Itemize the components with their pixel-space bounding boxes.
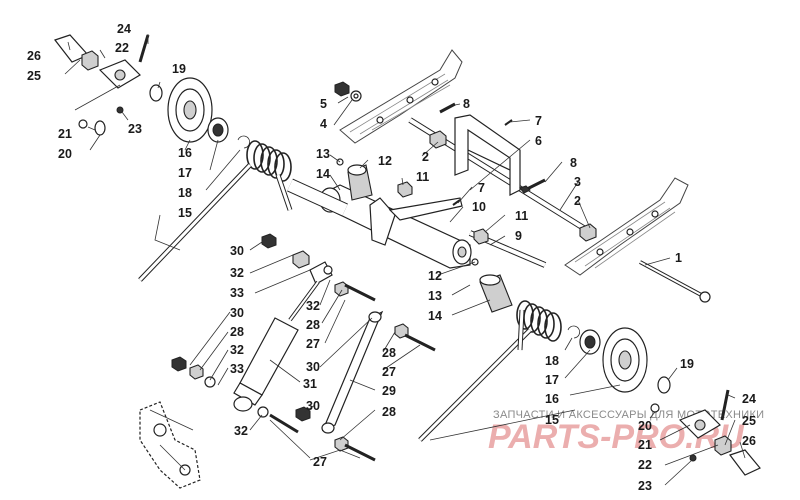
callout-24: 24: [742, 392, 756, 406]
callout-14: 14: [428, 309, 442, 323]
callout-8: 8: [570, 156, 577, 170]
hardware: [334, 81, 597, 266]
callout-4: 4: [320, 117, 327, 131]
callout-30: 30: [306, 399, 320, 413]
callout-17: 17: [178, 166, 192, 180]
callout-18: 18: [545, 354, 559, 368]
callout-30: 30: [306, 360, 320, 374]
callout-28: 28: [230, 325, 244, 339]
callout-26: 26: [27, 49, 41, 63]
callout-18: 18: [178, 186, 192, 200]
callout-33: 33: [230, 362, 244, 376]
upper-slide-rail: [339, 49, 463, 144]
callout-27: 27: [306, 337, 320, 351]
callout-8: 8: [463, 97, 470, 111]
callout-14: 14: [316, 167, 330, 181]
callout-27: 27: [382, 365, 396, 379]
callout-31: 31: [303, 377, 317, 391]
callout-20: 20: [58, 147, 72, 161]
callout-2: 2: [574, 194, 581, 208]
callout-11: 11: [515, 209, 528, 223]
callout-25: 25: [742, 414, 756, 428]
callout-13: 13: [428, 289, 442, 303]
callout-22: 22: [115, 41, 129, 55]
callout-17: 17: [545, 373, 559, 387]
bracket-6: [454, 114, 521, 196]
callout-12: 12: [428, 269, 442, 283]
lower-slide-rail: [564, 177, 689, 276]
upper-left-idler: [54, 34, 250, 149]
callout-16: 16: [545, 392, 559, 406]
callout-labels: 24 26 22 25 19 21 23 20 16 17 18 15 5 4 …: [27, 22, 756, 493]
callout-30: 30: [230, 244, 244, 258]
callout-21: 21: [58, 127, 72, 141]
callout-20: 20: [638, 419, 652, 433]
callout-27: 27: [313, 455, 327, 469]
callout-24: 24: [117, 22, 131, 36]
callout-25: 25: [27, 69, 41, 83]
callout-23: 23: [638, 479, 652, 493]
callout-7: 7: [478, 181, 485, 195]
callout-7: 7: [535, 114, 542, 128]
callout-32: 32: [230, 266, 244, 280]
link-arm: [295, 310, 436, 462]
callout-26: 26: [742, 434, 756, 448]
lower-torsion-spring: [418, 300, 671, 442]
callout-28: 28: [306, 318, 320, 332]
callout-21: 21: [638, 438, 652, 452]
callout-30: 30: [230, 306, 244, 320]
callout-28: 28: [382, 346, 396, 360]
callout-33: 33: [230, 286, 244, 300]
callout-19: 19: [172, 62, 186, 76]
callout-16: 16: [178, 146, 192, 160]
callout-15: 15: [178, 206, 192, 220]
callout-3: 3: [574, 175, 581, 189]
callout-9: 9: [515, 229, 522, 243]
callout-1: 1: [675, 251, 682, 265]
callout-15: 15: [545, 413, 559, 427]
callout-6: 6: [535, 134, 542, 148]
callout-23: 23: [128, 122, 142, 136]
callout-5: 5: [320, 97, 327, 111]
callout-32: 32: [306, 299, 320, 313]
callout-12: 12: [378, 154, 392, 168]
callout-22: 22: [638, 458, 652, 472]
upper-torsion-spring: [138, 140, 348, 282]
callout-10: 10: [472, 200, 486, 214]
callout-11: 11: [416, 170, 429, 184]
callout-28: 28: [382, 405, 396, 419]
front-mount-bracket: [139, 401, 201, 489]
pivot-arm: [319, 184, 472, 269]
callout-32: 32: [234, 424, 248, 438]
shock-absorber: [171, 233, 376, 434]
leader-lines: [64, 34, 746, 486]
callout-32: 32: [230, 343, 244, 357]
callout-2: 2: [422, 150, 429, 164]
callout-29: 29: [382, 384, 396, 398]
spacer-set-lower: [479, 274, 513, 313]
callout-13: 13: [316, 147, 330, 161]
spacer-set-upper: [347, 164, 373, 201]
callout-19: 19: [680, 357, 694, 371]
